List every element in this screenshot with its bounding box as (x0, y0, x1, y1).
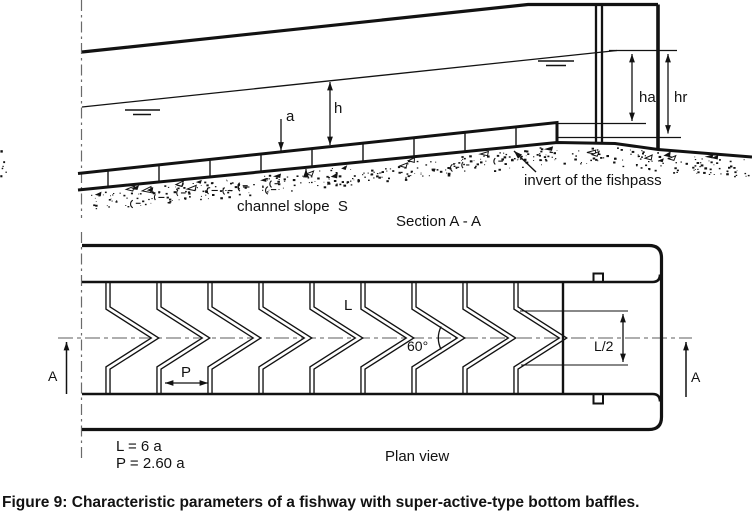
label-a: a (286, 108, 295, 125)
figure-caption: Figure 9: Characteristic parameters of a… (2, 494, 640, 511)
label-A-left: A (48, 368, 58, 384)
water-level-symbol-gate (538, 60, 574, 67)
ground-stipple (0, 146, 750, 210)
section-title: Section A - A (396, 213, 481, 230)
label-A-right: A (691, 369, 701, 385)
channel-slope-note: channel slope S (237, 198, 348, 215)
baffle-chevrons (105, 282, 569, 394)
invert-note: invert of the fishpass (524, 172, 662, 189)
gate-notch-top (592, 272, 604, 281)
channel-top-edge-line (81, 2, 658, 54)
water-level-symbol-upstream (125, 109, 160, 116)
invert-leader-arrow (513, 150, 537, 173)
water-surface-line (81, 49, 618, 108)
label-L: L (344, 297, 352, 314)
plan-view: L 60° P L/2 A A L = 6 a P = 2.60 a Plan … (48, 232, 701, 472)
label-h: h (334, 100, 342, 117)
inner-wall-top-line (82, 274, 662, 284)
angle-arc-60 (437, 326, 442, 350)
outer-wall-outline (82, 243, 664, 432)
label-hr: hr (674, 89, 687, 106)
plan-title: Plan view (385, 448, 449, 465)
section-view: a h ha hr invert of the fishpass channel… (0, 0, 752, 230)
label-L2: L/2 (594, 338, 614, 354)
inner-wall-bottom-line (82, 392, 662, 402)
equation-L: L = 6 a (116, 438, 162, 455)
label-60deg: 60° (407, 338, 428, 354)
label-P: P (181, 364, 191, 381)
baffle-dividers (107, 128, 517, 186)
gate-notch-bottom (592, 395, 604, 405)
equation-P: P = 2.60 a (116, 455, 185, 472)
baffle-top-line (77, 120, 559, 175)
invert-ground-line (77, 140, 752, 192)
label-ha: ha (639, 89, 656, 106)
